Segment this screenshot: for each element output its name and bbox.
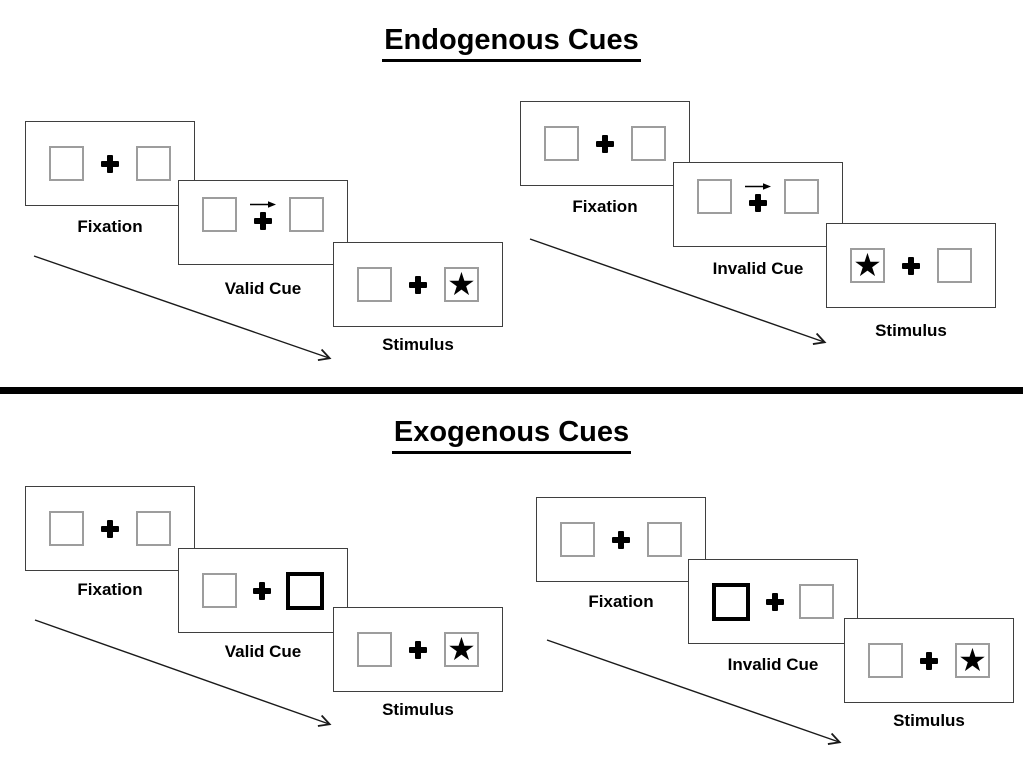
star-icon: ★ — [447, 265, 476, 302]
highlighted-cue-box-right — [286, 571, 324, 610]
fixation-cross-wrap — [612, 530, 630, 549]
fixation-cross-wrap — [902, 256, 920, 275]
star-icon: ★ — [447, 630, 476, 667]
placeholder-box-left — [560, 522, 595, 557]
fixation-cross-icon — [749, 193, 767, 212]
placeholder-box-left — [49, 511, 84, 546]
fixation-cross-wrap — [765, 592, 784, 611]
placeholder-box-right — [647, 522, 682, 557]
placeholder-box-left — [202, 573, 237, 608]
fixation-cross-icon — [409, 640, 427, 659]
valid-cue-panel — [178, 548, 348, 633]
placeholder-box-right — [937, 248, 972, 283]
fixation-cross-icon — [101, 154, 119, 173]
placeholder-box-left — [544, 126, 579, 161]
panel-label: Invalid Cue — [727, 655, 819, 674]
fixation-cross-wrap — [745, 182, 771, 212]
section-title: Exogenous Cues — [0, 416, 1023, 454]
section-title-text: Exogenous Cues — [391, 416, 632, 454]
fixation-cross-wrap — [409, 275, 427, 294]
fixation-cross-wrap — [409, 640, 427, 659]
sequence-arrow — [33, 255, 332, 361]
placeholder-box-left — [868, 643, 903, 678]
stimulus-panel: ★ — [333, 242, 503, 327]
fixation-cross-wrap — [252, 581, 271, 600]
fixation-cross-wrap — [596, 134, 614, 153]
stimulus-panel: ★ — [844, 618, 1014, 703]
fixation-cross-icon — [254, 211, 272, 230]
cue-arrow-icon — [745, 182, 771, 190]
star-icon: ★ — [958, 641, 987, 678]
target-box-right: ★ — [955, 643, 990, 678]
section-title: Endogenous Cues — [0, 24, 1023, 62]
panel-label: Invalid Cue — [712, 259, 804, 278]
fixation-panel — [25, 486, 195, 571]
placeholder-box-left — [202, 197, 237, 232]
section-divider — [0, 387, 1023, 394]
fixation-cross-wrap — [101, 154, 119, 173]
fixation-panel — [520, 101, 690, 186]
fixation-panel — [536, 497, 706, 582]
fixation-cross-wrap — [101, 519, 119, 538]
section-title-text: Endogenous Cues — [382, 24, 641, 62]
placeholder-box-right — [136, 146, 171, 181]
panel-label: Stimulus — [875, 321, 947, 340]
panel-label: Stimulus — [382, 700, 454, 719]
placeholder-box-right — [631, 126, 666, 161]
cue-arrow-icon — [250, 200, 276, 208]
valid-cue-panel — [178, 180, 348, 265]
placeholder-box-left — [697, 179, 732, 214]
invalid-cue-panel — [688, 559, 858, 644]
stimulus-panel: ★ — [333, 607, 503, 692]
panel-label: Fixation — [77, 580, 143, 599]
star-icon: ★ — [853, 246, 882, 283]
fixation-cross-icon — [902, 256, 920, 275]
panel-label: Valid Cue — [224, 279, 302, 298]
highlighted-cue-box-left — [712, 582, 750, 621]
panel-label: Fixation — [572, 197, 638, 216]
target-box-right: ★ — [444, 632, 479, 667]
stimulus-panel: ★ — [826, 223, 996, 308]
fixation-cross-icon — [920, 651, 938, 670]
placeholder-box-left — [49, 146, 84, 181]
target-box-left: ★ — [850, 248, 885, 283]
fixation-cross-icon — [409, 275, 427, 294]
invalid-cue-panel — [673, 162, 843, 247]
fixation-cross-wrap — [250, 200, 276, 230]
fixation-panel — [25, 121, 195, 206]
sequence-arrow — [34, 619, 332, 727]
fixation-cross-icon — [612, 530, 630, 549]
fixation-cross-icon — [101, 519, 119, 538]
sequence-arrow — [529, 238, 827, 345]
fixation-cross-icon — [596, 134, 614, 153]
placeholder-box-right — [784, 179, 819, 214]
panel-label: Valid Cue — [224, 642, 302, 661]
fixation-cross-icon — [252, 581, 271, 600]
placeholder-box-right — [136, 511, 171, 546]
panel-label: Fixation — [77, 217, 143, 236]
panel-label: Stimulus — [893, 711, 965, 730]
placeholder-box-right — [799, 584, 834, 619]
placeholder-box-left — [357, 267, 392, 302]
panel-label: Fixation — [588, 592, 654, 611]
target-box-right: ★ — [444, 267, 479, 302]
fixation-cross-wrap — [920, 651, 938, 670]
sequence-arrow — [546, 639, 842, 745]
panel-label: Stimulus — [382, 335, 454, 354]
placeholder-box-right — [289, 197, 324, 232]
placeholder-box-left — [357, 632, 392, 667]
fixation-cross-icon — [765, 592, 784, 611]
